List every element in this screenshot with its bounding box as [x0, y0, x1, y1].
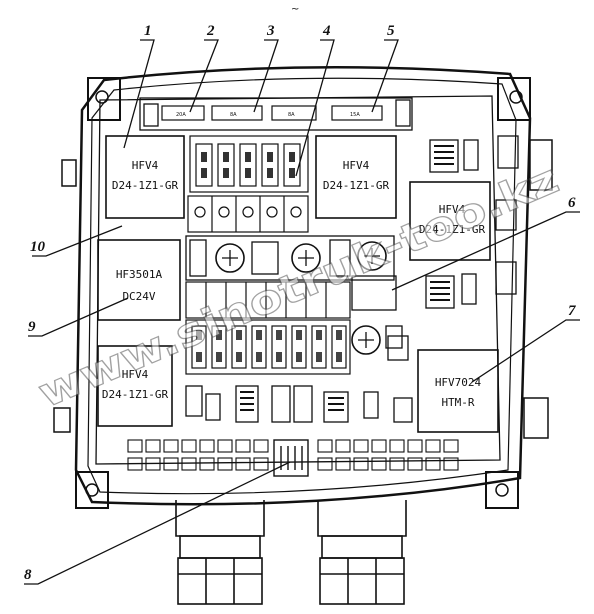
upper-fuse-tabs	[201, 152, 295, 178]
component-hatching	[240, 145, 454, 411]
watermark: www.sinotruk-too.kz	[32, 156, 565, 417]
housing	[53, 66, 553, 509]
top-mark: ~	[291, 4, 299, 15]
maxi-fuse-label: 20A	[176, 112, 186, 118]
callout-6: 6	[568, 195, 576, 211]
connector-row-right	[317, 439, 459, 471]
relay-label: D24-1Z1-GR	[419, 223, 486, 236]
maxi-fuse-label: 15A	[350, 112, 360, 118]
relay-label: HFV7024	[435, 376, 482, 389]
maxi-fuse-row	[139, 97, 413, 131]
maxi-fuse	[161, 105, 383, 121]
relay-label: HTM-R	[441, 396, 474, 409]
relay-label: HFV4	[343, 159, 370, 172]
lower-fuse-tabs	[196, 330, 342, 362]
callout-1: 1	[144, 23, 152, 39]
callout-3: 3	[266, 23, 275, 39]
connector-row-left	[127, 439, 269, 471]
maxi-fuse-label: 8A	[288, 112, 295, 118]
relay-label: D24-1Z1-GR	[112, 179, 179, 192]
relay-label: HFV4	[132, 159, 159, 172]
maxi-fuse-label: 8A	[230, 112, 237, 118]
callout-2: 2	[206, 23, 215, 39]
small-components	[185, 135, 519, 423]
relay-label: HFV4	[439, 203, 466, 216]
relay-label: HF3501A	[116, 268, 163, 281]
relay-label: D24-1Z1-GR	[102, 388, 169, 401]
terminal-block	[185, 235, 403, 355]
relay-label: DC24V	[122, 290, 155, 303]
callout-4: 4	[322, 23, 331, 39]
relay-outline	[97, 135, 499, 433]
relay-label: HFV4	[122, 368, 149, 381]
lower-fuse-block	[185, 281, 351, 375]
callout-7: 7	[568, 303, 576, 319]
callout-9: 9	[28, 319, 36, 335]
upper-fuse-block	[187, 135, 309, 233]
relay-label: D24-1Z1-GR	[323, 179, 390, 192]
cable-glands	[175, 500, 407, 605]
connector-center	[273, 439, 309, 477]
callout-5: 5	[387, 23, 395, 39]
leader-lines	[24, 39, 580, 585]
callout-10: 10	[30, 239, 46, 255]
callout-8: 8	[24, 567, 32, 583]
